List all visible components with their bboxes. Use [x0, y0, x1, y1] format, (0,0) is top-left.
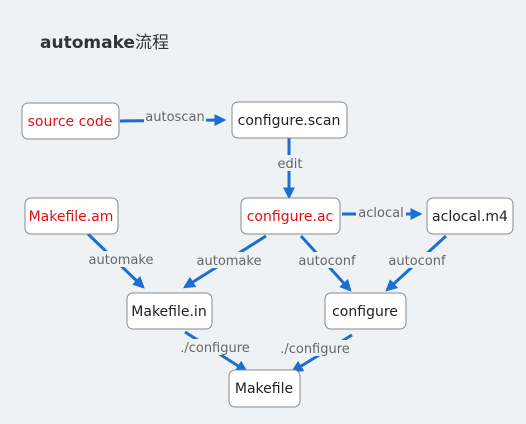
node-makefile-am-label: Makefile.am: [29, 209, 114, 225]
node-aclocal-m4-box: [426, 197, 514, 235]
label-bg-automake-left: [88, 251, 154, 267]
node-makefile: Makefile: [228, 369, 301, 408]
node-configure-scan-label: configure.scan: [238, 113, 341, 129]
label-automake-left: automake: [89, 253, 154, 268]
node-makefile-am: Makefile.am: [24, 197, 119, 235]
nodes-group: source code configure.scan Makefile.am c…: [21, 101, 514, 408]
label-configure-right: ./configure: [280, 342, 350, 357]
node-aclocal-m4-label: aclocal.m4: [432, 209, 508, 225]
node-configure-ac-label: configure.ac: [247, 209, 334, 225]
label-autoscan: autoscan: [145, 110, 204, 125]
node-aclocal-m4: aclocal.m4: [426, 197, 514, 235]
node-makefile-label: Makefile: [235, 381, 293, 397]
node-source-code-label: source code: [28, 114, 113, 130]
title-rest-part: 流程: [135, 33, 169, 53]
label-bg-configure-right: [278, 340, 352, 356]
node-makefile-box: [228, 369, 301, 408]
node-source-code: source code: [21, 102, 120, 140]
diagram-title: automake流程: [40, 33, 169, 53]
label-bg-autoconf-left: [296, 252, 358, 268]
edges-group: [86, 114, 448, 373]
title-bold-part: automake: [40, 33, 135, 53]
label-configure-left: ./configure: [180, 341, 250, 356]
node-makefile-in-box: [126, 292, 213, 330]
label-autoconf-left: autoconf: [298, 254, 356, 269]
node-configure-ac-box: [240, 197, 341, 235]
label-bg-autoscan: [144, 108, 206, 124]
label-bg-edit: [274, 155, 306, 171]
node-configure-box: [324, 292, 407, 330]
label-aclocal: aclocal: [358, 206, 403, 221]
node-configure-ac: configure.ac: [240, 197, 341, 235]
node-configure-label: configure: [332, 304, 398, 320]
label-edit: edit: [278, 157, 303, 172]
label-autoconf-right: autoconf: [388, 254, 446, 269]
node-makefile-in-label: Makefile.in: [131, 304, 206, 320]
label-automake-right: automake: [197, 254, 262, 269]
node-makefile-am-box: [24, 197, 119, 235]
node-makefile-in: Makefile.in: [126, 292, 213, 330]
node-configure: configure: [324, 292, 407, 330]
node-configure-scan: configure.scan: [231, 101, 348, 139]
edge-labels-group: autoscan edit aclocal automake automake …: [88, 108, 448, 357]
node-configure-scan-box: [231, 101, 348, 139]
label-bg-configure-left: [178, 339, 252, 355]
label-bg-aclocal: [356, 204, 406, 220]
label-bg-autoconf-right: [386, 252, 448, 268]
node-source-code-box: [21, 102, 120, 140]
label-bg-automake-right: [196, 252, 262, 268]
